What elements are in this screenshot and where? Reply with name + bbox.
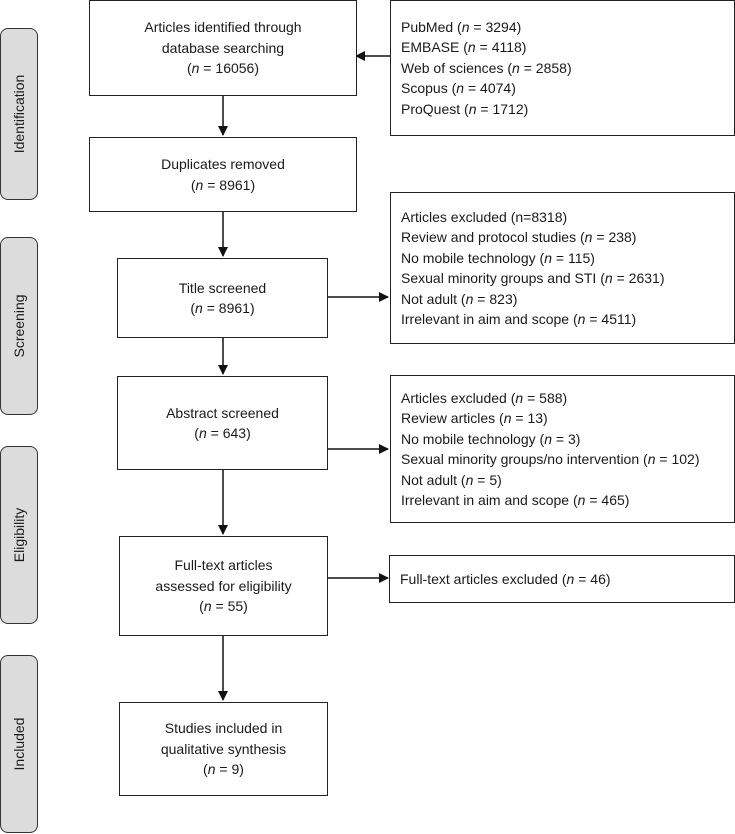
database-item: PubMed (n = 3294) — [401, 18, 522, 35]
title-excluded-header: Articles excluded (n=8318) — [401, 208, 568, 225]
identified-count: (n = 16056) — [186, 60, 260, 77]
abstract-excluded-header: Articles excluded (n = 588) — [401, 389, 568, 406]
phase-label: Eligibility — [11, 507, 27, 563]
abstract-screened-box: Abstract screened (n = 643) — [117, 376, 328, 470]
phase-label: Included — [11, 717, 27, 771]
fulltext-box: Full-text articles assessed for eligibil… — [119, 536, 328, 636]
exclusion-item: Review articles (n = 13) — [401, 410, 548, 426]
duplicates-label: Duplicates removed — [161, 156, 285, 172]
exclusion-item: No mobile technology (n = 3) — [401, 430, 581, 447]
fulltext-count: (n = 55) — [199, 598, 248, 615]
database-item: Scopus (n = 4074) — [401, 80, 516, 97]
identified-box: Articles identified through database sea… — [89, 0, 357, 96]
databases-box: PubMed (n = 3294) EMBASE (n = 4118) Web … — [390, 0, 735, 136]
fulltext-line1: Full-text articles — [174, 557, 273, 574]
phase-identification: Identification — [0, 28, 38, 200]
exclusion-item: No mobile technology (n = 115) — [401, 249, 595, 266]
exclusion-item: Irrelevant in aim and scope (n = 465) — [401, 492, 630, 508]
fulltext-excluded-label: Full-text articles excluded (n = 46) — [400, 570, 611, 587]
abstract-screened-label: Abstract screened — [166, 404, 279, 421]
database-item: Web of sciences (n = 2858) — [401, 59, 572, 76]
exclusion-item: Sexual minority groups/no intervention (… — [401, 451, 700, 467]
phase-included: Included — [0, 655, 38, 833]
phase-label: Identification — [11, 74, 27, 154]
title-screened-label: Title screened — [178, 279, 267, 296]
title-screened-count: (n = 8961) — [190, 300, 255, 316]
exclusion-item: Sexual minority groups and STI (n = 2631… — [401, 270, 665, 286]
exclusion-item: Not adult (n = 5) — [401, 471, 502, 488]
phase-label: Screening — [11, 294, 27, 358]
included-line1: Studies included in — [164, 720, 283, 737]
database-item: EMBASE (n = 4118) — [401, 39, 527, 56]
duplicates-box: Duplicates removed (n = 8961) — [89, 137, 357, 212]
included-box: Studies included in qualitative synthesi… — [119, 702, 328, 796]
identified-line2: database searching — [161, 39, 285, 56]
title-excluded-box: Articles excluded (n=8318) Review and pr… — [390, 192, 735, 344]
phase-eligibility: Eligibility — [0, 446, 38, 624]
identified-line1: Articles identified through — [144, 19, 302, 36]
abstract-excluded-box: Articles excluded (n = 588) Review artic… — [390, 375, 735, 523]
duplicates-count: (n = 8961) — [190, 176, 256, 193]
included-count: (n = 9) — [203, 761, 244, 778]
fulltext-excluded-box: Full-text articles excluded (n = 46) — [389, 555, 735, 603]
abstract-screened-count: (n = 643) — [194, 425, 251, 441]
exclusion-item: Irrelevant in aim and scope (n = 4511) — [401, 311, 637, 327]
fulltext-line2: assessed for eligibility — [155, 577, 292, 594]
exclusion-item: Not adult (n = 823) — [401, 290, 518, 307]
exclusion-item: Review and protocol studies (n = 238) — [401, 229, 637, 245]
included-line2: qualitative synthesis — [160, 740, 287, 757]
phase-screening: Screening — [0, 237, 38, 415]
title-screened-box: Title screened (n = 8961) — [117, 258, 328, 338]
database-item: ProQuest (n = 1712) — [401, 100, 529, 117]
